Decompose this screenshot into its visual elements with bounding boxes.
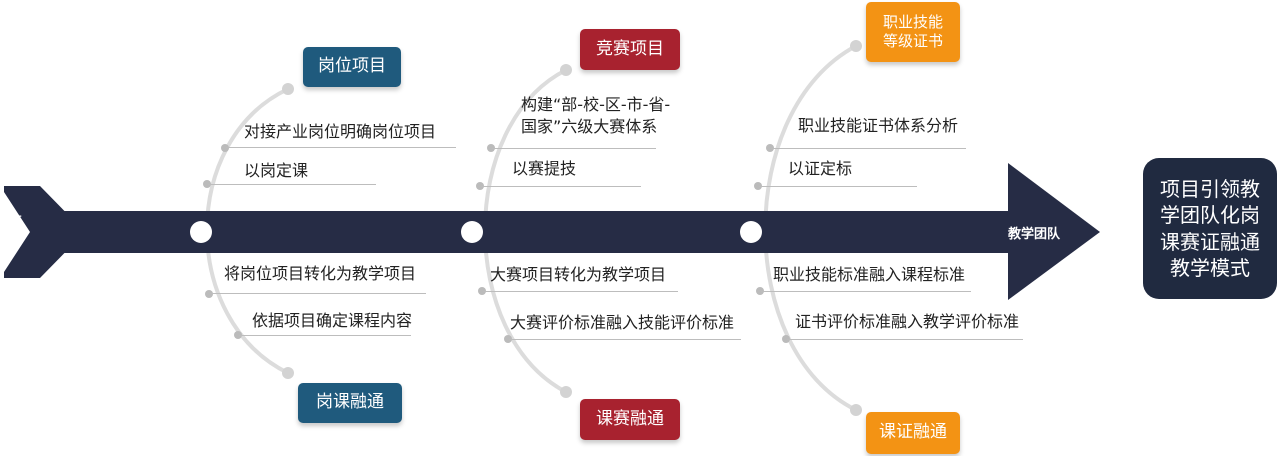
item-underline <box>492 148 656 149</box>
bottom-item: 职业技能标准融入课程标准 <box>773 265 966 284</box>
item-dot <box>504 335 512 343</box>
arc-end-dot <box>282 367 294 379</box>
item-underline <box>210 293 426 294</box>
top-box-competition-project: 竞赛项目 <box>580 29 680 70</box>
top-item: 职业技能证书体系分析 <box>798 116 959 135</box>
top-item: 构建“部-校-区-市-省-国家”六级大赛体系 <box>521 95 671 136</box>
item-dot <box>234 331 242 339</box>
item-underline <box>226 147 456 148</box>
top-box-vocational-certificate: 职业技能 等级证书 <box>866 2 960 62</box>
item-dot <box>756 287 764 295</box>
result-box: 项目引领教学团队化岗课赛证融通教学模式 <box>1143 158 1277 299</box>
top-item: 以证定标 <box>788 159 853 178</box>
top-item: 以赛提技 <box>512 159 577 178</box>
arrow-head <box>1008 163 1100 300</box>
bottom-item: 证书评价标准融入教学评价标准 <box>795 312 1020 331</box>
item-dot <box>782 335 790 343</box>
item-dot <box>203 180 211 188</box>
bottom-item: 将岗位项目转化为教学项目 <box>224 264 417 283</box>
item-underline <box>483 291 678 292</box>
item-underline <box>481 186 641 187</box>
arc-end-dot <box>560 386 572 398</box>
item-dot <box>766 144 774 152</box>
item-underline <box>787 339 1023 340</box>
arc-end-dot <box>850 40 862 52</box>
arc-end-dot <box>560 64 572 76</box>
item-underline <box>208 184 376 185</box>
item-dot <box>205 290 213 298</box>
item-dot <box>476 182 484 190</box>
top-box-post-project: 岗位项目 <box>303 47 401 87</box>
bottom-box-post-course-integration: 岗课融通 <box>298 383 402 423</box>
item-dot <box>478 287 486 295</box>
item-underline <box>759 186 917 187</box>
arc-end-dot <box>850 404 862 416</box>
item-dot <box>754 182 762 190</box>
bottom-item: 依据项目确定课程内容 <box>252 311 413 330</box>
item-dot <box>221 144 229 152</box>
arrow-head-label: 教学团队 <box>1008 227 1061 242</box>
item-underline <box>761 291 971 292</box>
arrow-tail <box>4 186 85 278</box>
junction-circle <box>461 221 483 243</box>
item-underline <box>239 335 411 336</box>
certificate-line: 等级证书 <box>882 32 943 50</box>
bottom-box-course-competition-integration: 课赛融通 <box>580 399 680 440</box>
arrow-tail-label: 项目 <box>8 215 22 241</box>
arc-end-dot <box>282 83 294 95</box>
bottom-item: 大赛项目转化为教学项目 <box>490 265 667 284</box>
bottom-item: 大赛评价标准融入技能评价标准 <box>510 313 735 332</box>
item-underline <box>771 148 966 149</box>
top-item: 以岗定课 <box>244 161 309 180</box>
junction-circle <box>740 221 762 243</box>
junction-circle <box>190 221 212 243</box>
certificate-line: 职业技能 <box>882 13 943 32</box>
bottom-box-course-certificate-integration: 课证融通 <box>866 412 960 454</box>
item-dot <box>487 144 495 152</box>
item-underline <box>509 339 741 340</box>
top-item: 对接产业岗位明确岗位项目 <box>244 122 437 141</box>
